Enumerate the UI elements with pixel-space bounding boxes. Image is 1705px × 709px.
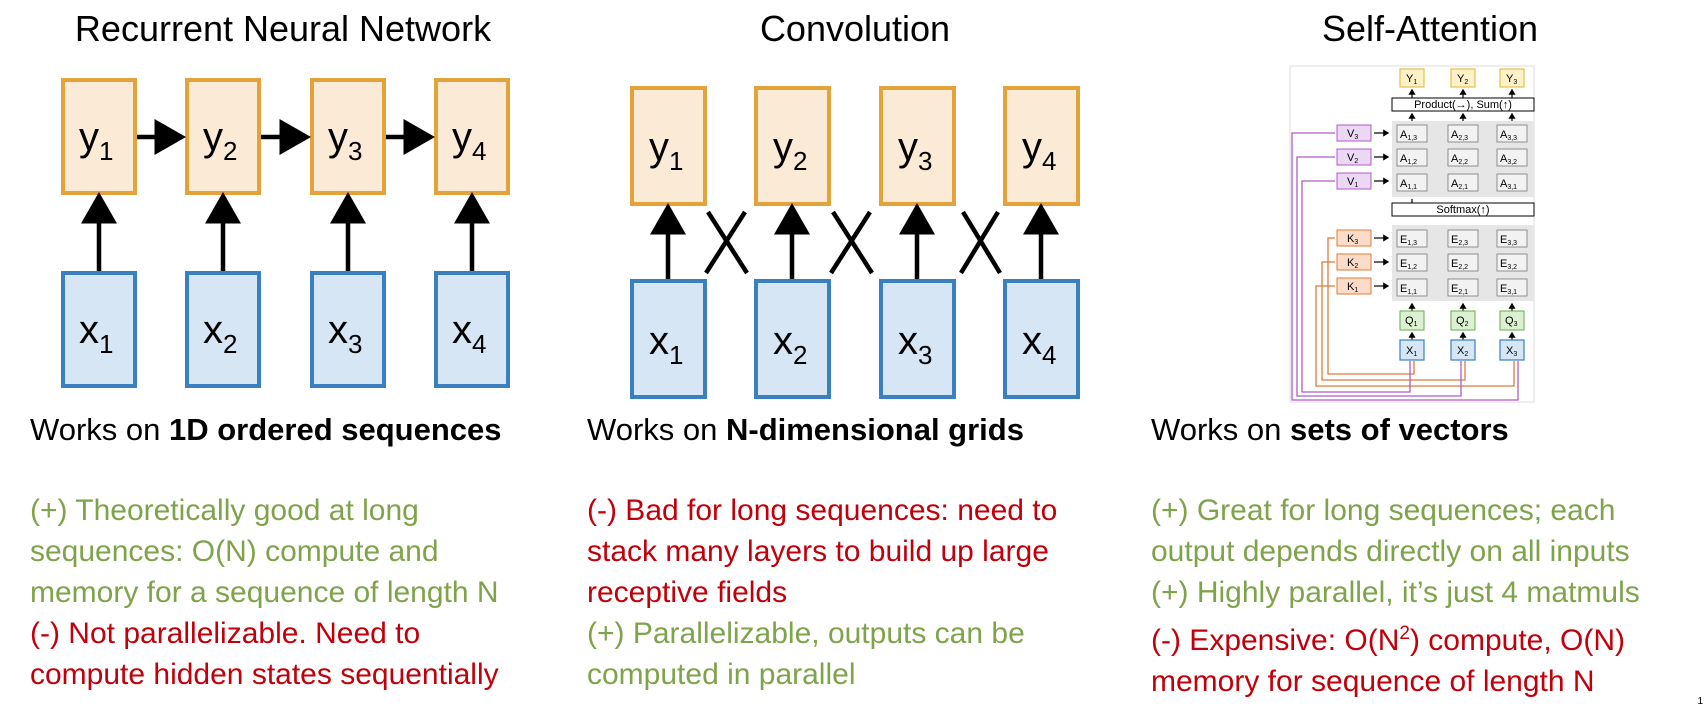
attn-key-routing <box>1315 237 1515 387</box>
svg-text:Y3: Y3 <box>1506 73 1517 86</box>
note-line: (+) Parallelizable, outputs can be <box>587 617 1025 650</box>
rnn-x-node: x2 <box>185 271 261 388</box>
attn-k-vectors: K3 K2 K1 <box>1336 229 1372 295</box>
page-number: 1 <box>1697 696 1703 707</box>
note-line: (+) Great for long sequences; each <box>1151 494 1616 527</box>
note-line: memory for a sequence of length N <box>30 576 499 609</box>
svg-text:y2: y2 <box>773 125 807 176</box>
conv-works-on: Works on N-dimensional grids <box>587 412 1024 447</box>
svg-text:y2: y2 <box>203 115 237 166</box>
note-line: (+) Highly parallel, it’s just 4 matmuls <box>1151 576 1640 609</box>
attn-notes: (+) Great for long sequences; each outpu… <box>1151 490 1640 702</box>
note-line: (-) Expensive: O(N2) compute, O(N) <box>1151 623 1626 657</box>
svg-text:K1: K1 <box>1347 281 1358 294</box>
attn-y-output: Y3 <box>1499 68 1525 88</box>
svg-text:K3: K3 <box>1347 233 1358 246</box>
conv-y-node: y1 <box>630 86 707 206</box>
rnn-title: Recurrent Neural Network <box>74 8 492 49</box>
conv-title: Convolution <box>759 8 951 49</box>
attn-q-vectors: Q1 Q2 Q3 <box>1399 310 1525 331</box>
svg-text:y3: y3 <box>328 115 362 166</box>
conv-diagram: y1 y2 y3 y4 x1 x2 x3 x4 <box>630 86 1080 399</box>
conv-y-node: y2 <box>754 86 831 206</box>
note-line: computed in parallel <box>587 658 856 691</box>
rnn-x-node: x3 <box>310 271 386 388</box>
softmax-label: Softmax(↑) <box>1436 204 1489 216</box>
note-line: memory for sequence of length N <box>1151 665 1595 698</box>
svg-text:x3: x3 <box>898 319 932 370</box>
svg-text:V1: V1 <box>1347 176 1358 189</box>
svg-text:V2: V2 <box>1347 152 1358 165</box>
svg-text:x3: x3 <box>328 308 362 359</box>
conv-cross <box>704 210 749 275</box>
conv-y-node: y3 <box>879 86 956 206</box>
conv-cross <box>829 210 874 275</box>
svg-text:y4: y4 <box>1022 125 1056 176</box>
conv-cross <box>959 210 1002 275</box>
conv-x-node: x1 <box>630 279 707 399</box>
note-line: receptive fields <box>587 576 788 609</box>
attn-v-vectors: V3 V2 V1 <box>1336 124 1372 190</box>
note-line: stack many layers to build up large <box>587 535 1049 568</box>
rnn-x-node: x4 <box>434 271 510 388</box>
rnn-y-node: y4 <box>434 78 510 195</box>
svg-text:y3: y3 <box>898 125 932 176</box>
attn-a-matrix: A1,3 A2,3 A3,3 A1,2 A2,2 A3,2 A1,1 A2,1 … <box>1396 124 1528 192</box>
note-line: sequences: O(N) compute and <box>30 535 439 568</box>
conv-y-node: y4 <box>1003 86 1080 206</box>
svg-text:K2: K2 <box>1347 257 1358 270</box>
conv-x-node: x3 <box>879 279 956 399</box>
attn-y-output: Y1 <box>1399 68 1425 88</box>
note-line: (-) Bad for long sequences: need to <box>587 494 1058 527</box>
rnn-works-on: Works on 1D ordered sequences <box>30 412 502 447</box>
rnn-y-node: y2 <box>185 78 261 195</box>
rnn-y-node: y1 <box>61 78 137 195</box>
svg-text:x2: x2 <box>203 308 237 359</box>
svg-text:y4: y4 <box>452 115 486 166</box>
note-line: (-) Not parallelizable. Need to <box>30 617 421 650</box>
rnn-y-node: y3 <box>310 78 386 195</box>
svg-text:y1: y1 <box>79 115 113 166</box>
attn-diagram: Y1 Y2 Y3 Product(→), Sum(↑) A1,3 A2,3 A3… <box>1289 65 1535 403</box>
svg-text:X3: X3 <box>1506 345 1517 358</box>
svg-text:x2: x2 <box>773 319 807 370</box>
attn-title: Self-Attention <box>1321 8 1539 49</box>
svg-text:x1: x1 <box>79 308 113 359</box>
rnn-notes: (+) Theoretically good at long sequences… <box>30 490 499 695</box>
attn-value-routing <box>1291 132 1519 401</box>
conv-x-node: x4 <box>1003 279 1080 399</box>
conv-notes: (-) Bad for long sequences: need to stac… <box>587 490 1057 695</box>
note-line: (+) Theoretically good at long <box>30 494 419 527</box>
rnn-x-node: x1 <box>61 271 137 388</box>
svg-text:x4: x4 <box>1022 319 1056 370</box>
svg-text:x1: x1 <box>649 319 683 370</box>
attn-e-matrix: E1,3 E2,3 E3,3 E1,2 E2,2 E3,2 E1,1 E2,1 … <box>1396 229 1528 297</box>
svg-text:X2: X2 <box>1457 345 1468 358</box>
rnn-diagram: y1 y2 y3 y4 x1 x2 x3 x4 <box>61 78 510 388</box>
note-line: output depends directly on all inputs <box>1151 535 1630 568</box>
svg-text:y1: y1 <box>649 125 683 176</box>
attn-x-inputs: X1 X2 X3 <box>1399 339 1525 361</box>
note-line: compute hidden states sequentially <box>30 658 499 691</box>
conv-x-node: x2 <box>754 279 831 399</box>
product-label: Product(→), Sum(↑) <box>1414 99 1512 111</box>
svg-text:x4: x4 <box>452 308 486 359</box>
svg-text:Y2: Y2 <box>1457 73 1468 86</box>
svg-text:Y1: Y1 <box>1406 73 1417 86</box>
svg-text:V3: V3 <box>1347 128 1358 141</box>
attn-y-output: Y2 <box>1450 68 1476 88</box>
attn-works-on: Works on sets of vectors <box>1151 412 1509 447</box>
svg-text:X1: X1 <box>1406 345 1417 358</box>
